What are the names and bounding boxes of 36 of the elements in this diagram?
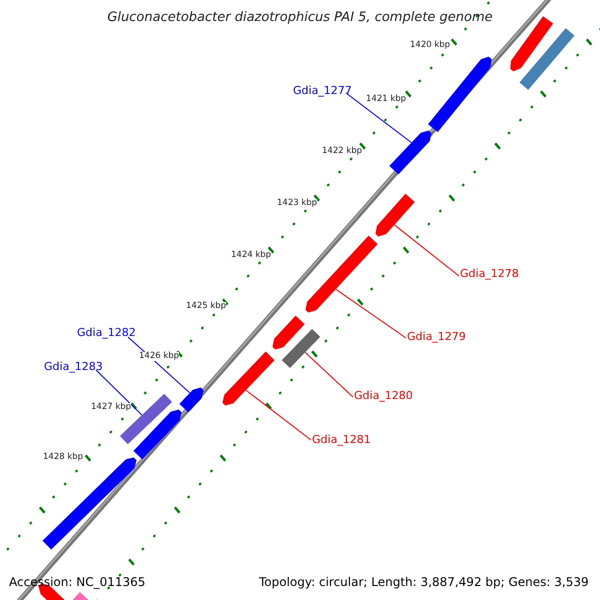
tick-label: 1428 kbp [43, 453, 84, 462]
tick-label: 1424 kbp [231, 251, 272, 260]
footer-text: Accession: NC_011365 [9, 576, 146, 588]
title: Gluconacetobacter diazotrophicus PAI 5, complete genome [106, 11, 494, 24]
gene-label: Gdia_1277 [293, 85, 352, 96]
gene-feature [510, 16, 554, 72]
gene-label: Gdia_1283 [44, 361, 103, 372]
leader-line [245, 390, 312, 440]
gene-feature [222, 352, 275, 406]
gene-bar [520, 28, 574, 90]
gene-feature [305, 236, 378, 312]
leader-line [335, 288, 406, 338]
gene-feature [375, 194, 415, 236]
tick-label: 1425 kbp [186, 302, 226, 310]
leader-line [96, 370, 142, 416]
leader-line [304, 352, 354, 398]
gene-label: Gdia_1278 [460, 268, 519, 279]
tick-label: 1423 kbp [277, 199, 318, 208]
gene-label: Gdia_1282 [77, 327, 136, 338]
gene-feature [272, 316, 305, 350]
tick-label: 1422 kbp [322, 147, 362, 156]
gene-label: Gdia_1281 [312, 434, 371, 445]
gene-feature [428, 56, 492, 132]
gene-feature [179, 388, 204, 412]
leader-line [394, 224, 460, 276]
footer-text: Topology: circular; Length: 3,887,492 bp; Genes: 3,539 [259, 576, 589, 588]
leader-line [346, 92, 412, 144]
gene-label: Gdia_1280 [354, 390, 413, 401]
gene-feature [133, 410, 182, 460]
tick-label: 1426 kbp [139, 352, 180, 360]
tick-label: 1421 kbp [366, 95, 406, 104]
gene-label: Gdia_1279 [407, 331, 466, 342]
tick-label: 1420 kbp [410, 41, 450, 50]
gene-feature [389, 130, 432, 174]
tick-label: 1427 kbp [91, 403, 132, 412]
gene-bar [282, 328, 320, 368]
